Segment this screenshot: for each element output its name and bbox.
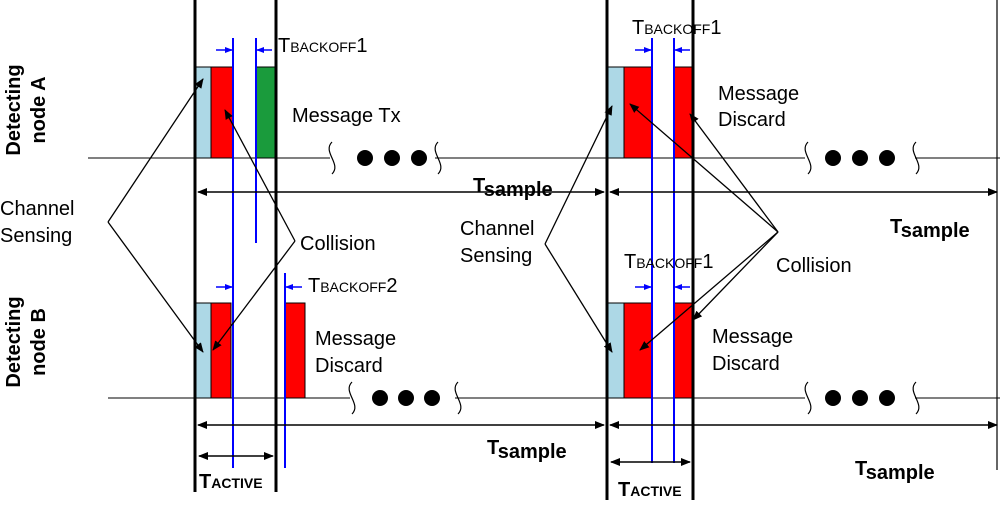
t-sample-label-a1: Tsample — [473, 175, 553, 201]
collision-block-b1 — [210, 302, 232, 399]
break-symbol — [804, 141, 812, 175]
message-discard-label-b2-line2: Discard — [712, 353, 780, 375]
dot — [879, 390, 895, 406]
sensing-block-a2 — [607, 66, 625, 159]
channel-sensing-label-2-line1: Channel — [460, 218, 535, 240]
t-active-label-2: TACTIVE — [618, 479, 682, 500]
dot — [825, 150, 841, 166]
dot — [852, 150, 868, 166]
break-symbols — [328, 141, 920, 415]
t-sample-dimension-lines — [197, 188, 998, 466]
message-tx-label: Message Tx — [292, 105, 401, 127]
collision-label-2: Collision — [776, 255, 852, 277]
collision-block-a2 — [623, 66, 653, 159]
dot — [424, 390, 440, 406]
collision-block-b2 — [623, 302, 653, 399]
message-discard-label-b2-line1: Message — [712, 326, 793, 348]
message-discard-label-b1-line2: Discard — [315, 355, 383, 377]
t-backoff-label-b1: TBACKOFF2 — [308, 275, 397, 297]
break-symbol — [434, 141, 442, 175]
message-discard-label-b1-line1: Message — [315, 328, 396, 350]
collision-block-a1 — [210, 66, 234, 159]
row-a-label-line1: Detecting — [3, 64, 25, 155]
dot — [357, 150, 373, 166]
collision-pointer-b1 — [212, 240, 296, 351]
t-backoff-label-a2: TBACKOFF1 — [632, 17, 721, 39]
row-b-label-line2: node B — [28, 308, 50, 376]
collision-label-1: Collision — [300, 233, 376, 255]
collision-pointer-a2-2 — [689, 113, 779, 233]
t-sample-label-a2: Tsample — [890, 216, 970, 242]
collision-pointer-b2-2 — [692, 231, 779, 321]
sensing-pointer-a1 — [107, 78, 204, 223]
t-backoff-label-a1: TBACKOFF1 — [278, 35, 367, 57]
break-symbol — [912, 381, 920, 415]
discard-block-b1 — [284, 302, 306, 399]
message-discard-label-a2-line2: Discard — [718, 109, 786, 131]
dot — [372, 390, 388, 406]
dot — [411, 150, 427, 166]
break-symbol — [328, 141, 336, 175]
break-symbol — [454, 381, 462, 415]
channel-sensing-label-2-line2: Sensing — [460, 245, 532, 267]
discard-block-b2 — [673, 302, 693, 399]
dot — [825, 390, 841, 406]
sensing-pointer-b1 — [107, 221, 204, 353]
t-sample-label-b2: Tsample — [855, 458, 935, 484]
transmit-block-a1 — [255, 66, 276, 159]
break-symbol — [804, 381, 812, 415]
dot — [852, 390, 868, 406]
sensing-block-b1 — [195, 302, 212, 399]
message-discard-label-a2-line1: Message — [718, 83, 799, 105]
pointer-arrows — [107, 78, 779, 353]
t-backoff-label-b2: TBACKOFF1 — [624, 251, 713, 273]
collision-pointer-b2-1 — [639, 231, 779, 351]
break-symbol — [912, 141, 920, 175]
channel-sensing-label-1-line1: Channel — [0, 198, 75, 220]
dot — [384, 150, 400, 166]
channel-sensing-label-1-line2: Sensing — [0, 225, 72, 247]
row-a-label-line2: node A — [28, 76, 50, 143]
backoff-marker-lines — [232, 38, 675, 468]
collision-pointer-a1 — [224, 109, 296, 242]
break-symbol — [348, 381, 356, 415]
ellipsis-dots — [357, 150, 895, 406]
t-active-label-1: TACTIVE — [199, 471, 263, 493]
dot — [398, 390, 414, 406]
row-b-label-line1: Detecting — [3, 296, 25, 387]
backoff-marker-arrows — [216, 47, 690, 290]
t-sample-label-b1: Tsample — [487, 437, 567, 463]
sensing-pointer-b2 — [544, 243, 613, 353]
collision-pointer-a2-1 — [629, 103, 779, 233]
sensing-pointer-a2 — [544, 105, 613, 245]
dot — [879, 150, 895, 166]
sensing-block-a1 — [195, 66, 212, 159]
